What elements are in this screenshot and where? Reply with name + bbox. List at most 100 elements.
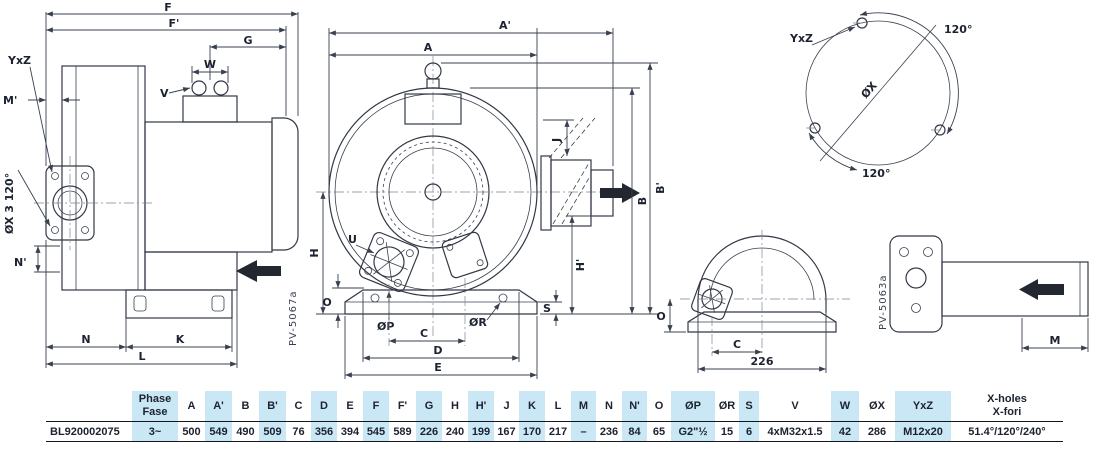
header-b-prime: B'	[259, 391, 286, 422]
header-phase-line1: Phase	[138, 393, 172, 405]
motor-body	[144, 121, 273, 253]
dim-e-label: E	[434, 361, 442, 374]
dim-or-label: ØR	[469, 316, 487, 329]
technical-drawing: F F' G W V YxZ M' ØX 3 120° N' N K	[3, 1, 1089, 379]
cell-n-prime: 84	[622, 421, 647, 442]
table-data-row: BL920002075 3~ 500 549 490 509 76 356 39…	[46, 421, 1063, 442]
cell-v: 4xM32x1.5	[759, 421, 831, 442]
dim-k-label: K	[176, 333, 185, 346]
cell-or: 15	[715, 421, 739, 442]
header-f-prime: F'	[397, 400, 408, 412]
dim-f-label: F	[164, 1, 172, 14]
header-g: G	[416, 391, 442, 422]
header-phase-line2: Fase	[142, 406, 168, 418]
header-d: D	[311, 391, 337, 422]
header-xholes-line1: X-holes	[987, 393, 1027, 405]
dim-v-label: V	[160, 87, 169, 100]
cell-j: 167	[494, 421, 519, 442]
dim-j-label: J	[550, 138, 563, 143]
dim-h-label: H	[308, 248, 321, 257]
flow-arrow-left-icon	[236, 260, 281, 282]
cell-w: 42	[831, 421, 859, 442]
table-header-row: Phase Fase A A' B B' C D E F F' G H H' J	[46, 391, 1063, 422]
flange-holes-note: ØX 3 120°	[3, 173, 16, 234]
header-h-prime: H'	[468, 391, 494, 422]
mounting-foot	[125, 289, 233, 319]
dim-l-label: L	[138, 350, 145, 363]
dimension-table: Phase Fase A A' B B' C D E F F' G H H' J	[46, 391, 1063, 442]
cell-xholes: 51.4°/120°/240°	[951, 421, 1063, 442]
angle-arc	[859, 10, 959, 135]
front-view	[316, 56, 640, 338]
dim-m-prime-label: M'	[3, 94, 17, 107]
dim-ox-label: ØX	[858, 79, 880, 101]
header-e: E	[346, 400, 354, 412]
dim-226-label: 226	[751, 355, 774, 368]
header-c: C	[294, 400, 303, 412]
cell-e: 394	[337, 421, 363, 442]
drawing-ref-outlet: PV-5063a	[878, 275, 889, 330]
dim-a-prime-label: A'	[499, 19, 511, 32]
cell-n: 236	[596, 421, 622, 442]
cell-l: 217	[545, 421, 571, 442]
header-o: O	[654, 400, 664, 412]
outlet-port-bracket	[441, 231, 489, 279]
header-m: M	[571, 391, 596, 422]
angle-label: 120°	[862, 167, 890, 180]
header-w: W	[831, 391, 859, 422]
dim-n-prime-label: N'	[14, 256, 27, 269]
dim-op-label: ØP	[377, 320, 394, 333]
dim-m-label: M	[1050, 334, 1061, 347]
cell-b-prime: 509	[259, 421, 286, 442]
header-phase: Phase Fase	[132, 391, 178, 422]
cell-yxz: M12x20	[895, 421, 951, 442]
dim-u-label: U	[348, 233, 357, 246]
cell-model: BL920002075	[46, 421, 132, 442]
dim-s-label: S	[543, 302, 551, 315]
header-v: V	[791, 400, 799, 412]
angle-label: 120°	[944, 23, 972, 36]
cable-gland-icon	[191, 80, 207, 96]
header-h: H	[451, 400, 459, 412]
angle-arc	[808, 132, 858, 171]
dim-h-prime-label: H'	[574, 259, 587, 272]
dim-f-prime-label: F'	[169, 17, 180, 30]
terminal-box-front	[404, 93, 462, 125]
side-view-dimensions: F F' G W V YxZ M' ØX 3 120° N' N K	[3, 1, 299, 368]
flow-arrow-left-icon	[1019, 279, 1064, 300]
cell-phase: 3~	[132, 421, 178, 442]
cell-h-prime: 199	[468, 421, 494, 442]
bracket-plate	[889, 235, 943, 333]
outlet-view: M PV-5063a	[878, 235, 1089, 352]
dim-b-prime-label: B'	[654, 182, 667, 194]
rear-view: O C 226	[656, 230, 850, 373]
fan-cover	[271, 117, 299, 251]
dim-yx z-label: YxZ	[7, 54, 31, 67]
dim-c-label: C	[420, 327, 428, 340]
cell-a: 500	[178, 421, 205, 442]
header-j: J	[503, 400, 510, 412]
outlet-duct	[941, 261, 1089, 317]
header-ox: ØX	[869, 400, 885, 412]
dim-d-label: D	[433, 344, 442, 357]
dim-b-label: B	[636, 197, 649, 205]
header-or: ØR	[718, 400, 736, 412]
header-f: F	[363, 391, 389, 422]
inlet-port-flange	[358, 231, 420, 293]
header-a: A	[187, 400, 196, 412]
dim-n-label: N	[81, 333, 90, 346]
outlet-flange	[540, 155, 552, 231]
header-model	[46, 391, 132, 422]
dimension-table-section: Phase Fase A A' B B' C D E F F' G H H' J	[46, 391, 1063, 442]
terminal-box-side	[182, 95, 238, 123]
cell-s: 6	[739, 421, 759, 442]
header-n-prime: N'	[622, 391, 647, 422]
cable-gland-icon	[213, 80, 229, 96]
technical-drawing-area: F F' G W V YxZ M' ØX 3 120° N' N K	[3, 1, 1089, 379]
bolt-circle-view: YxZ ØX 120° 120°	[789, 10, 972, 180]
front-view-dimensions: A' A B B' H H' J O S	[308, 19, 667, 379]
dim-w-label: W	[204, 58, 216, 71]
header-op: ØP	[671, 391, 715, 422]
cell-k: 170	[519, 421, 545, 442]
